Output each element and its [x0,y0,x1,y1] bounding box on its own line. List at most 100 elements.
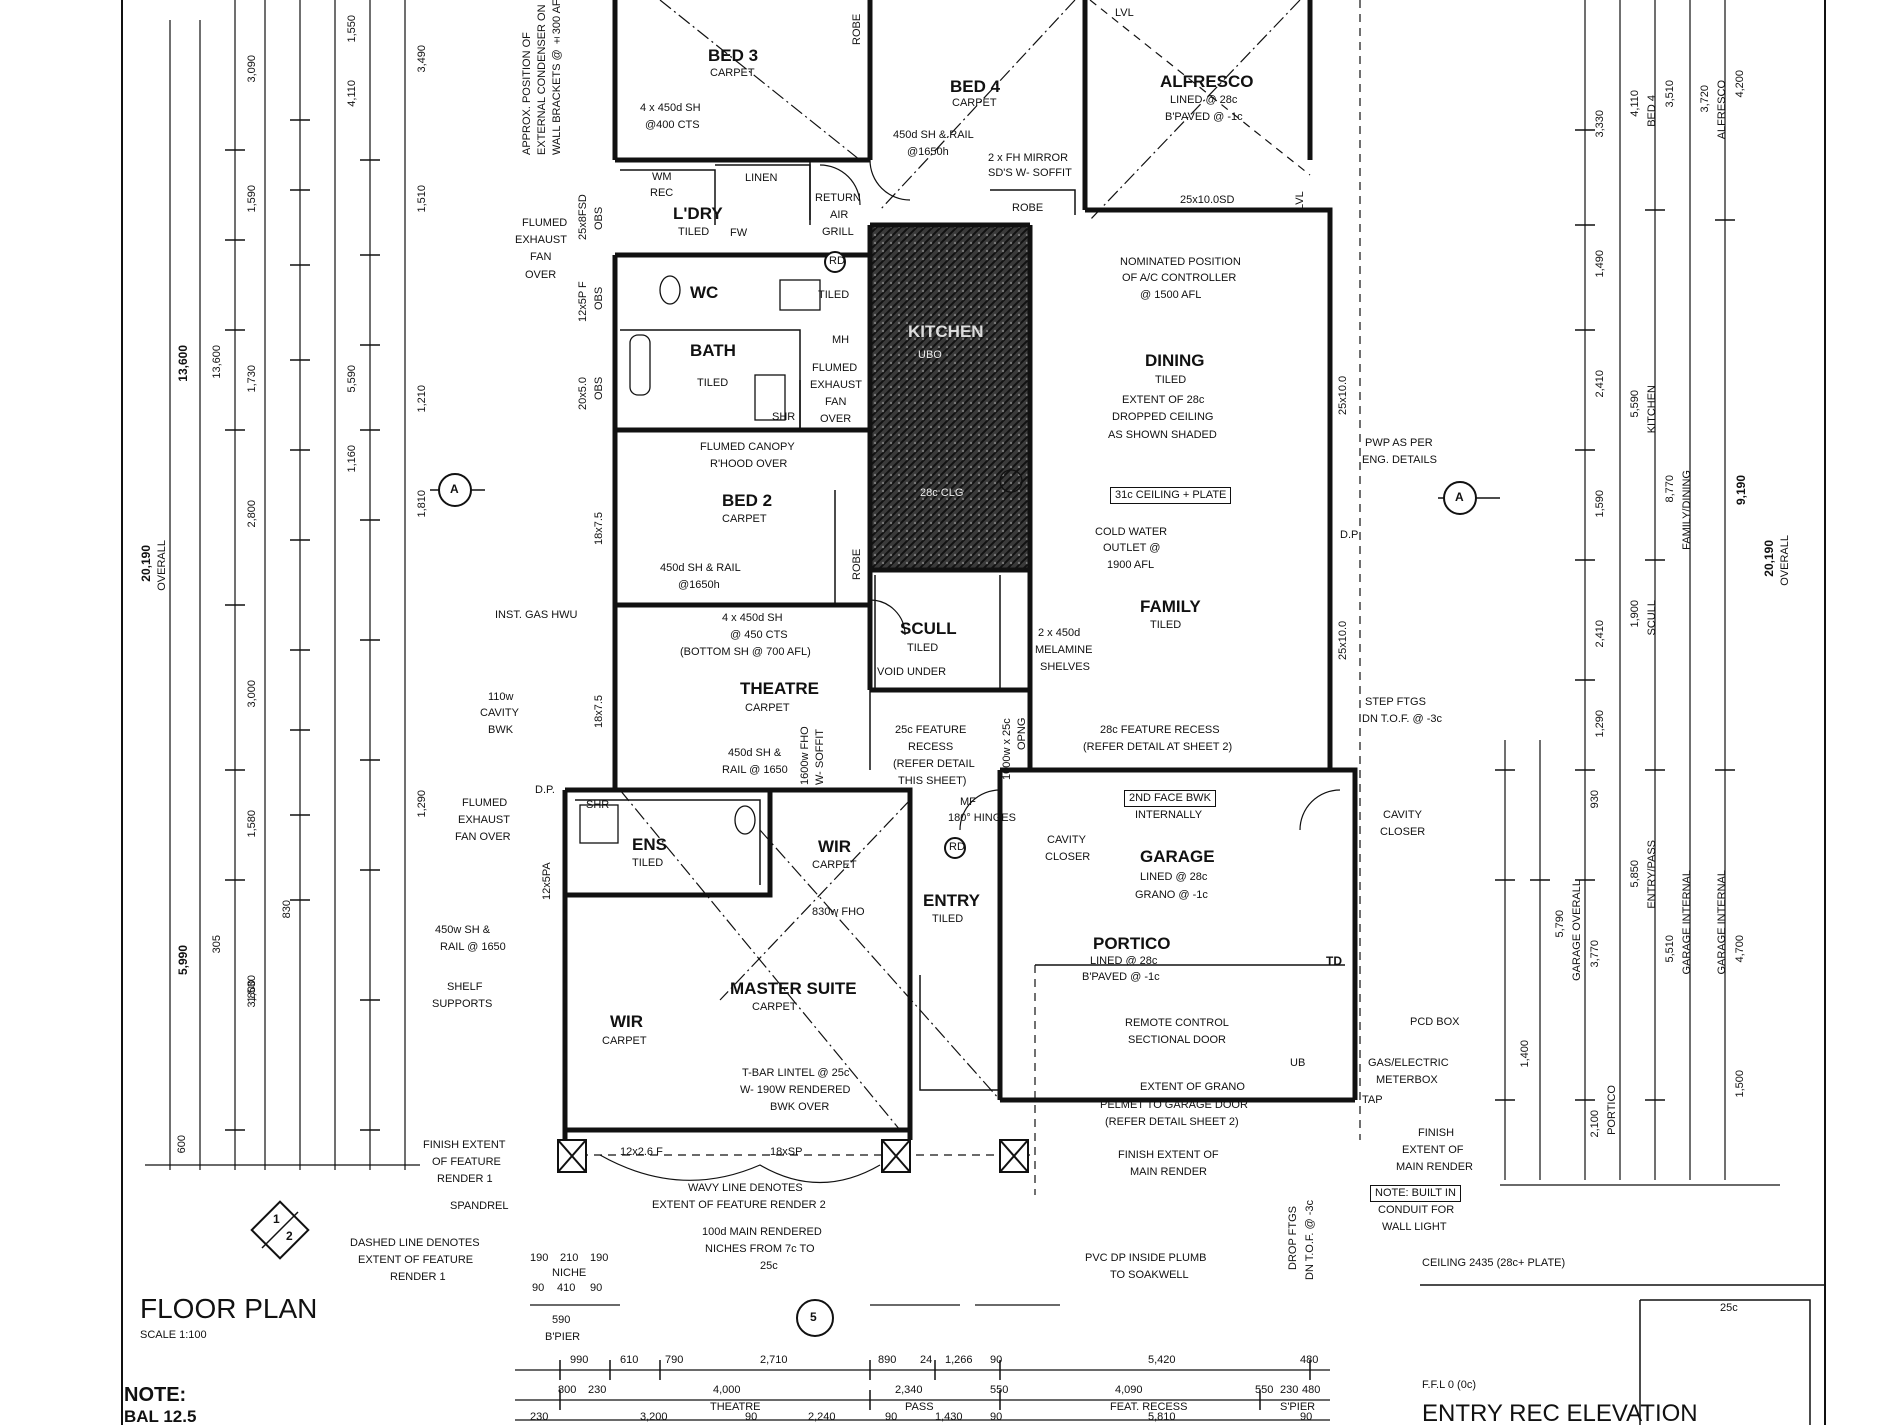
room-portico-lined: LINED @ 28c [1090,955,1158,967]
note-niches-3: 25c [760,1260,778,1272]
note-obs-2: OBS [593,286,605,310]
dim-right-5510: 5,510 [1664,935,1676,963]
note-master-rail-2: RAIL @ 1650 [440,941,506,953]
dim-left-13600-a: 13,600 [176,345,190,382]
note-melamine-1: 2 x 450d [1038,627,1081,639]
note-flumed-3a: FLUMED [462,797,508,809]
dim-bottom-r1-6: 1,266 [945,1354,973,1366]
dim-right-3770: 3,770 [1589,940,1601,968]
note-cold-water-2: OUTLET @ [1103,542,1161,554]
note-ac-controller-1: NOMINATED POSITION [1120,256,1241,268]
dining-note-3: AS SHOWN SHADED [1108,429,1217,441]
dim-right-scull: SCULL [1646,600,1658,636]
room-portico: PORTICO [1093,934,1171,953]
section-marker-a-right: A [1455,490,1464,504]
room-theatre: THEATRE [740,679,820,698]
dropped-ceiling-shading [870,225,1030,570]
note-bed4-mirror-2: SD'S W- SOFFIT [988,167,1072,179]
note-wc-tiled: TILED [818,289,850,301]
note-fho-2: W- SOFFIT [814,728,826,785]
note-window-18x75-2: 18x7.5 [593,694,605,728]
note-opng-2: OPNG [1016,717,1028,750]
room-alfresco: ALFRESCO [1160,72,1254,91]
dim-left-overall-label: OVERALL [156,540,168,591]
room-kitchen: KITCHEN [908,322,984,341]
dim-bottom-r3-5: 1,430 [935,1411,963,1423]
dim-bottom-r3-0: 230 [530,1411,549,1423]
dim-right-4700: 4,700 [1734,935,1746,963]
note-opng-1: 1000w x 25c [1001,718,1013,780]
note-extent-grano: EXTENT OF GRANO [1140,1081,1245,1093]
note-cavity-bwk-2: CAVITY [480,707,519,719]
dim-bottom-r3-4: 90 [885,1411,898,1423]
dim-right-overall-label: OVERALL [1779,535,1791,586]
note-meterbox-1: GAS/ELECTRIC [1368,1057,1449,1069]
note-bed4-shelf-2: @1650h [907,146,949,158]
note-flumed-1d: OVER [525,269,557,281]
note-lintel-1: T-BAR LINTEL @ 25c [742,1067,850,1079]
note-dp-2: D.P [1340,529,1359,541]
note-wavy-line-1: WAVY LINE DENOTES [688,1182,803,1194]
dining-note-2: DROPPED CEILING [1112,411,1214,423]
note-wm: WM [652,171,672,183]
note-step-ftgs-2: DN T.O.F. @ -3c [1362,713,1443,725]
entry-elevation-title: ENTRY REC ELEVATION [1422,1400,1698,1427]
dim-left-3000: 3,000 [246,680,258,708]
note-theatre-rail-2: RAIL @ 1650 [722,764,788,776]
niche-dim-1: 210 [560,1252,579,1264]
dim-right-2410-a: 2,410 [1594,370,1606,398]
room-scullery-floor: TILED [907,642,939,654]
dim-right-2410-b: 2,410 [1594,620,1606,648]
dim-left-3490: 3,490 [416,45,428,73]
niche-dim-5: 410 [557,1282,576,1294]
dim-right-5850: 5,850 [1629,860,1641,888]
note-return-air-1: RETURN [815,192,861,204]
niche-dim-4: 90 [532,1282,545,1294]
note-flumed-2d: OVER [820,413,852,425]
dim-bottom-r2-4: 550 [990,1384,1009,1396]
dim-right-entry-pass: ENTRY/PASS [1646,840,1658,909]
dim-left-5590: 5,590 [346,365,358,393]
dim-left-1290: 1,290 [416,790,428,818]
room-family-floor: TILED [1150,619,1182,631]
note-conduit-1: NOTE: BUILT IN [1370,1185,1461,1202]
dim-right-bed4: BED 4 [1646,95,1658,127]
note-return-air-2: AIR [830,209,849,221]
dim-left-600: 600 [176,1135,188,1154]
dim-right-3720: 3,720 [1699,85,1711,113]
note-dp-1: D.P. [535,784,555,796]
note-canopy-1: FLUMED CANOPY [700,441,795,453]
note-melamine-2: MELAMINE [1035,644,1093,656]
note-cold-water-1: COLD WATER [1095,526,1168,538]
note-bed2-shelf-1: 450d SH & RAIL [660,562,741,574]
note-theatre-shelf-1: 4 x 450d SH [722,612,783,624]
room-dining-floor: TILED [1155,374,1187,386]
note-linen: LINEN [745,172,778,184]
note-obs-1: OBS [593,206,605,230]
elevation-25c: 25c [1720,1302,1738,1314]
note-master-rail-1: 450w SH & [435,924,491,936]
note-shelf-supports-2: SUPPORTS [432,998,493,1010]
room-family: FAMILY [1140,597,1201,616]
dim-left-3090: 3,090 [246,55,258,83]
note-dashed-line-1: DASHED LINE DENOTES [350,1237,480,1249]
note-mf: MF [960,796,976,808]
dim-bottom-r1-3: 2,710 [760,1354,788,1366]
dim-left-13600-b: 13,600 [211,345,223,379]
note-finish-feature-2: OF FEATURE [432,1156,501,1168]
note-shower-1: SHR [772,411,796,423]
note-tap: TAP [1362,1094,1383,1106]
note-remote-door-2: SECTIONAL DOOR [1128,1034,1226,1046]
note-condenser-2: EXTERNAL CONDENSER ON [536,4,548,155]
note-window-20x5: 20x5.0 [577,376,589,410]
ceiling-plate-box: 31c CEILING + PLATE [1110,487,1232,504]
dim-bottom-r3-2: 90 [745,1411,758,1423]
note-finish-feature-3: RENDER 1 [437,1173,493,1185]
room-laundry-floor: TILED [678,226,710,238]
room-ensuite: ENS [632,835,667,854]
dim-right-overall: 20,190 [1762,540,1776,577]
note-td: TD [1326,954,1342,968]
note-robe-bed2: ROBE [851,548,863,580]
note-flumed-1c: FAN [530,251,552,263]
hardwired-smoke-b: RD [949,841,965,853]
